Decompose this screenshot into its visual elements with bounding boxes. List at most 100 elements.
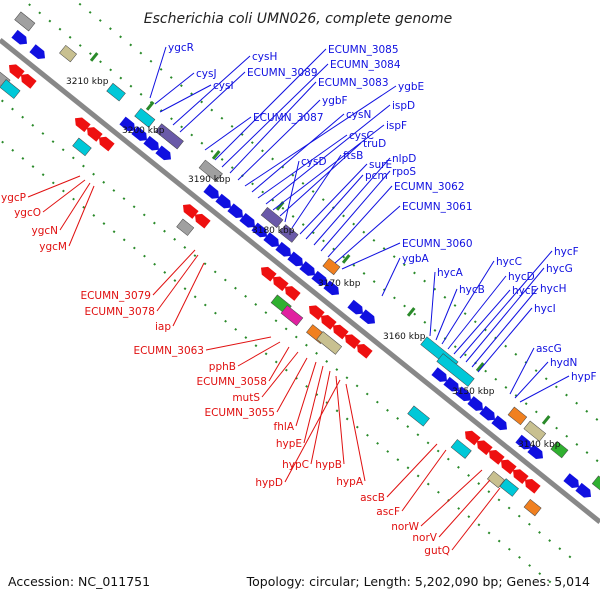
reverse-gene-arrow: [320, 315, 337, 330]
label-leader: [451, 487, 501, 551]
feature-block: [407, 405, 430, 427]
gene-label: ECUMN_3089: [247, 67, 318, 79]
reverse-gene-arrow: [476, 440, 493, 456]
feature-block: [550, 440, 569, 459]
forward-gene-arrow: [29, 44, 46, 59]
feature-block: [450, 439, 472, 459]
label-leader: [465, 267, 545, 363]
tick-label: 3190 kbp: [188, 175, 231, 185]
tick-label: 3210 kbp: [66, 77, 109, 87]
tick-label: 3140 kbp: [518, 440, 561, 450]
gene-label: ygcR: [168, 42, 194, 54]
label-leader: [514, 361, 549, 399]
forward-gene-arrow: [359, 309, 376, 325]
forward-gene-arrow: [155, 145, 172, 161]
tick-marks: [89, 52, 551, 425]
gene-label: hydN: [550, 357, 577, 369]
label-leader: [251, 113, 345, 193]
label-leader: [27, 175, 81, 198]
gene-label: hycA: [437, 267, 464, 279]
gene-label: hycG: [546, 263, 573, 275]
reverse-gene-arrow: [488, 450, 505, 465]
label-leader: [381, 257, 401, 297]
label-leader: [310, 370, 331, 465]
reverse-gene-arrow: [20, 74, 37, 89]
feature-block: [155, 123, 184, 150]
forward-gene-arrow: [563, 473, 580, 488]
gene-label: cysD: [301, 156, 327, 168]
label-leader: [154, 72, 195, 105]
gene-label: cysJ: [196, 68, 217, 80]
label-leader: [237, 99, 321, 181]
label-leader: [42, 179, 86, 213]
forward-gene-arrow: [491, 415, 508, 431]
gene-label: hycE: [512, 285, 537, 297]
tick-label: 3150 kbp: [452, 387, 495, 397]
forward-gene-arrow: [239, 212, 256, 228]
label-leader: [453, 289, 511, 355]
label-leader: [477, 307, 533, 373]
forward-gene-arrow: [275, 241, 292, 257]
label-leader: [149, 46, 167, 99]
label-leader: [447, 275, 507, 350]
gene-label: ECUMN_3087: [253, 112, 324, 124]
forward-gene-arrow: [251, 222, 268, 238]
reverse-gene-arrow: [512, 469, 529, 484]
label-leader: [429, 271, 436, 337]
gene-label: pphB: [209, 361, 236, 373]
label-leader: [341, 242, 401, 270]
gene-label: hypF: [571, 371, 597, 383]
label-leader: [179, 71, 246, 133]
reverse-gene-arrow: [464, 430, 481, 446]
label-leader: [68, 185, 95, 247]
gene-label: norW: [391, 521, 419, 533]
gene-label: ECUMN_3085: [328, 44, 399, 56]
reverse-gene-arrow: [182, 204, 199, 219]
feature-block: [523, 420, 547, 442]
label-leader: [459, 250, 553, 359]
guide-line-1: [73, 0, 600, 424]
feature-block: [591, 475, 600, 493]
feature-block: [436, 353, 475, 387]
label-leader: [284, 379, 341, 483]
feature-block: [198, 159, 223, 182]
label-leader: [313, 157, 391, 246]
feature-block: [523, 498, 542, 517]
gene-label: ygcN: [31, 225, 58, 237]
forward-gene-arrow: [203, 184, 220, 199]
label-leader: [265, 104, 391, 205]
label-leader: [291, 154, 342, 229]
label-leader: [509, 347, 535, 395]
feature-block: [176, 218, 195, 236]
forward-gene-arrow: [527, 444, 544, 460]
forward-gene-arrow: [575, 482, 592, 498]
forward-gene-arrow: [263, 232, 280, 247]
gene-label: ECUMN_3060: [402, 238, 473, 250]
feature-block: [260, 206, 284, 229]
gene-label: hycI: [534, 303, 556, 315]
label-leader: [303, 365, 324, 444]
reverse-gene-arrow: [98, 136, 115, 152]
label-leader: [229, 81, 317, 174]
label-leader: [335, 375, 345, 465]
gene-label: cysC: [349, 130, 374, 142]
label-leader: [420, 469, 483, 527]
tick-label: 3180 kbp: [252, 226, 295, 236]
gene-label: hycB: [459, 284, 485, 296]
reverse-gene-arrow: [284, 286, 301, 301]
gene-label: ECUMN_3084: [330, 59, 401, 71]
label-leader: [438, 479, 491, 538]
label-leader: [205, 336, 272, 351]
label-leader: [159, 84, 212, 113]
feature-block: [499, 478, 519, 497]
label-leader: [471, 287, 539, 368]
label-leaders: [27, 46, 570, 551]
label-leader: [221, 63, 329, 168]
gene-label: hycH: [540, 283, 567, 295]
forward-gene-arrow: [143, 135, 160, 151]
label-leader: [237, 341, 281, 367]
reverse-gene-arrow: [194, 213, 211, 229]
forward-gene-arrow: [311, 270, 328, 286]
reverse-gene-arrow: [272, 276, 289, 292]
label-leader: [327, 185, 393, 258]
